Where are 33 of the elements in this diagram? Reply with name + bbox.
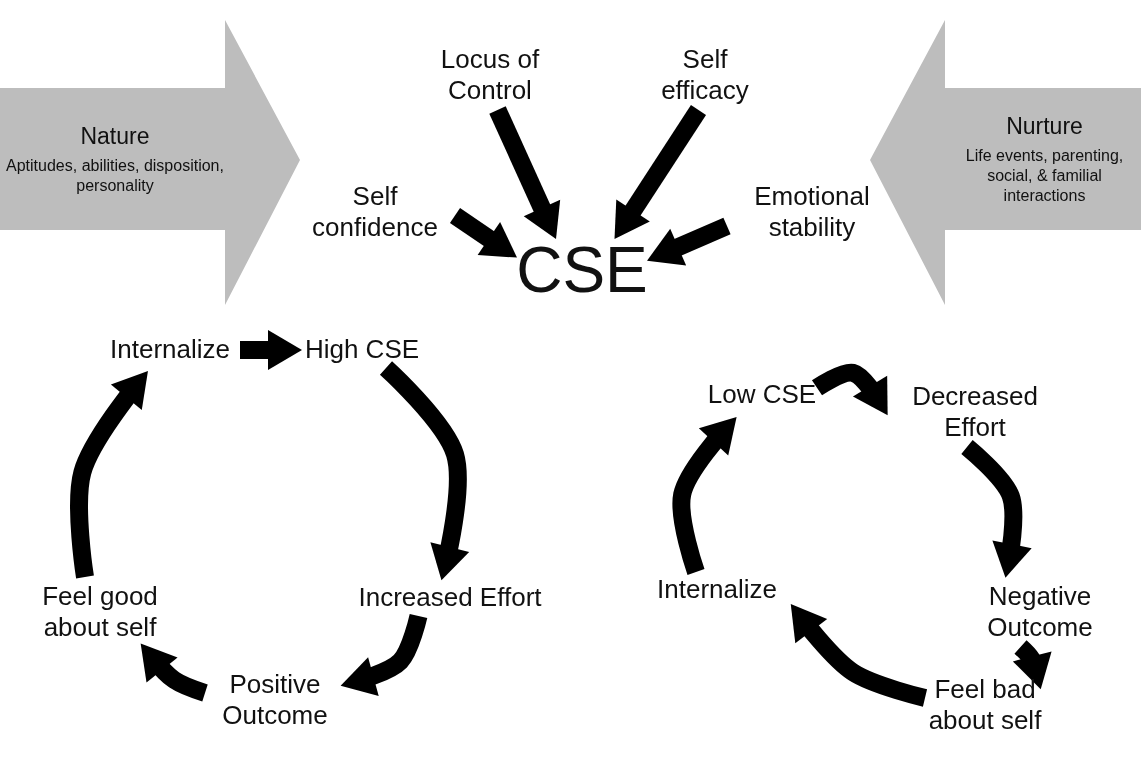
thick-arrow bbox=[647, 217, 731, 266]
thick-arrow bbox=[812, 363, 888, 416]
concept-label: High CSE bbox=[302, 332, 422, 368]
thick-arrow bbox=[340, 613, 428, 696]
concept-label: Decreased Effort bbox=[895, 377, 1055, 447]
concept-label: Feel good about self bbox=[25, 577, 175, 647]
concept-label: Self efficacy bbox=[640, 40, 770, 110]
thick-arrow bbox=[672, 416, 737, 575]
concept-label: Increased Effort bbox=[345, 580, 555, 616]
concept-label: Positive Outcome bbox=[205, 665, 345, 735]
concept-label: Locus of Control bbox=[415, 40, 565, 110]
thick-arrow bbox=[140, 643, 208, 702]
thick-arrow bbox=[614, 105, 707, 239]
concept-label: Feel bad about self bbox=[925, 670, 1045, 740]
thick-arrow bbox=[1012, 640, 1052, 690]
heading-text: Nurture bbox=[1006, 112, 1083, 140]
thick-arrow bbox=[489, 106, 561, 239]
thick-arrow bbox=[240, 330, 302, 370]
heading-text: Nature bbox=[80, 122, 150, 150]
thick-arrow bbox=[70, 371, 148, 579]
concept-label: Self confidence bbox=[295, 177, 455, 247]
thick-arrow bbox=[790, 604, 928, 707]
thick-arrow bbox=[449, 208, 517, 258]
concept-label: Internalize bbox=[647, 572, 787, 608]
thick-arrow bbox=[379, 361, 470, 581]
concept-label: Negative Outcome bbox=[975, 577, 1105, 647]
description-text: Life events, parenting, social, & familial interactions bbox=[964, 145, 1125, 206]
thick-arrow bbox=[961, 440, 1032, 578]
concept-label: Low CSE bbox=[707, 377, 817, 413]
description-text: Aptitudes, abilities, disposition, personality bbox=[5, 155, 225, 196]
concept-label: Emotional stability bbox=[727, 177, 897, 247]
central-concept-label: CSE bbox=[517, 239, 647, 301]
concept-label: Internalize bbox=[100, 332, 240, 368]
